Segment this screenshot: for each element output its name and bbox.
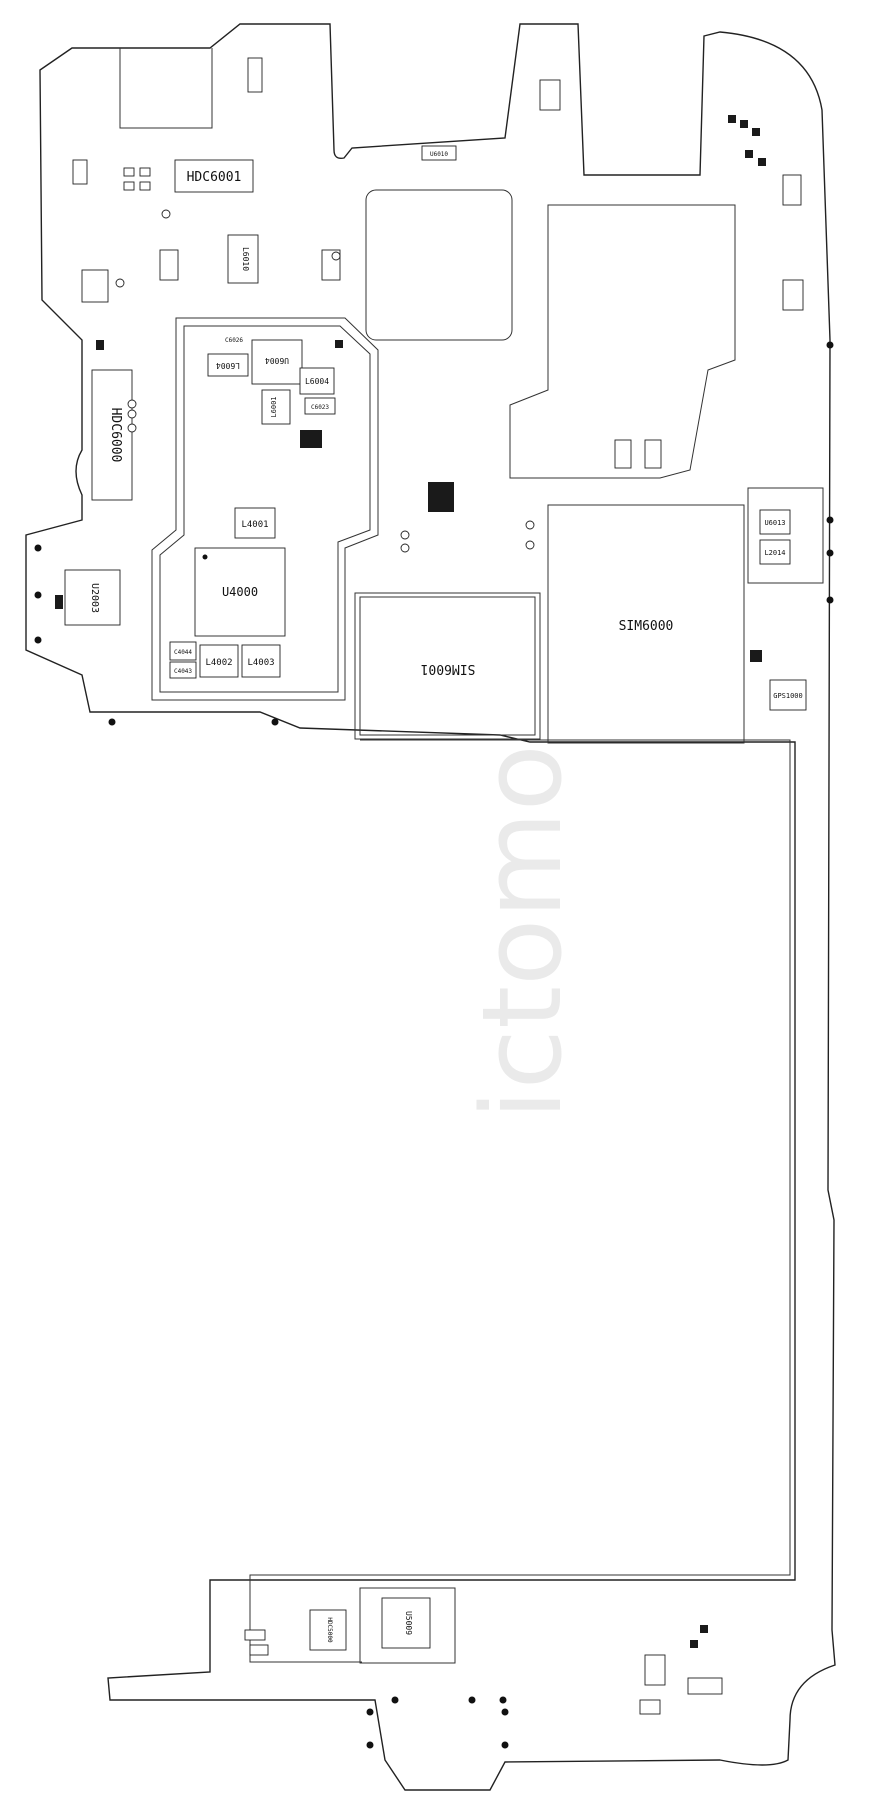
- hdc5000-label: HDC5000: [326, 1617, 333, 1643]
- cpu-shield-fence-inner: [159, 325, 371, 693]
- u4000-label: U4000: [222, 585, 258, 599]
- l4001-component: [234, 507, 276, 539]
- c6023-label: C6023: [311, 404, 329, 411]
- u5009-label: U5009: [404, 1611, 413, 1635]
- u6010-component: [421, 145, 457, 161]
- u4000-component: [194, 547, 286, 637]
- u6004-component: [251, 339, 303, 385]
- l4003-label: L4003: [247, 658, 274, 668]
- u5009-fence: [359, 1587, 456, 1664]
- sim6001-label: SIM6001: [421, 661, 476, 676]
- u4000-pin1-dot: [202, 554, 208, 560]
- c6023-component: [304, 397, 336, 415]
- cpu-shield-fence: [151, 317, 379, 701]
- battery-area-outline: [249, 739, 791, 1663]
- c4044-label: C4044: [174, 649, 192, 656]
- sim6000-tray: [547, 504, 745, 744]
- hdc6001-label: HDC6001: [187, 170, 242, 185]
- u6004-label: U6004: [265, 356, 289, 365]
- gps1000-label: GPS1000: [773, 692, 803, 700]
- u6010-label: U6010: [430, 151, 448, 158]
- mounting-holes-group: [34, 341, 834, 1749]
- shield-cutout-2: [509, 204, 736, 479]
- l6004-right-component: [299, 367, 335, 395]
- hdc6000-label: HDC6000: [108, 408, 123, 463]
- c4044-component: [169, 641, 197, 661]
- l6001-label: L6001: [270, 396, 278, 417]
- l4001-label: L4001: [241, 520, 268, 530]
- hdc5000-component: [309, 1609, 347, 1651]
- u5009-component: [381, 1597, 431, 1649]
- l6010-component: [227, 234, 259, 284]
- hdc6000-component: [91, 369, 133, 501]
- c6026-label: C6026: [225, 337, 243, 344]
- gps1000-component: [769, 679, 807, 711]
- l6004-left-component: [207, 353, 249, 377]
- u6013-component: [759, 509, 791, 535]
- u6013-fence: [747, 487, 824, 584]
- u2003-label: U2003: [89, 583, 100, 613]
- l6004-left-label: L6004: [216, 361, 240, 370]
- l4002-label: L4002: [205, 658, 232, 668]
- l2014-component: [759, 539, 791, 565]
- sim6001-tray: [359, 596, 536, 736]
- hdc6001-component: [174, 159, 254, 193]
- c4043-label: C4043: [174, 668, 192, 675]
- l2014-label: L2014: [764, 549, 785, 557]
- sim6001-frame: [354, 592, 541, 740]
- l6010-label: L6010: [241, 247, 250, 271]
- l4003-component: [241, 644, 281, 678]
- top-notch-left: [119, 48, 213, 129]
- u6013-label: U6013: [764, 519, 785, 527]
- l6001-component: [261, 389, 291, 425]
- smd-components-group: [55, 57, 804, 1715]
- c4043-component: [169, 661, 197, 679]
- l6004-right-label: L6004: [305, 377, 329, 386]
- u2003-component: [64, 569, 121, 626]
- board-outline: [25, 23, 836, 1791]
- l4002-component: [199, 644, 239, 678]
- shield-cutout-1: [365, 189, 513, 341]
- watermark-text: ictomo: [458, 744, 586, 1120]
- sim6000-label: SIM6000: [619, 619, 674, 634]
